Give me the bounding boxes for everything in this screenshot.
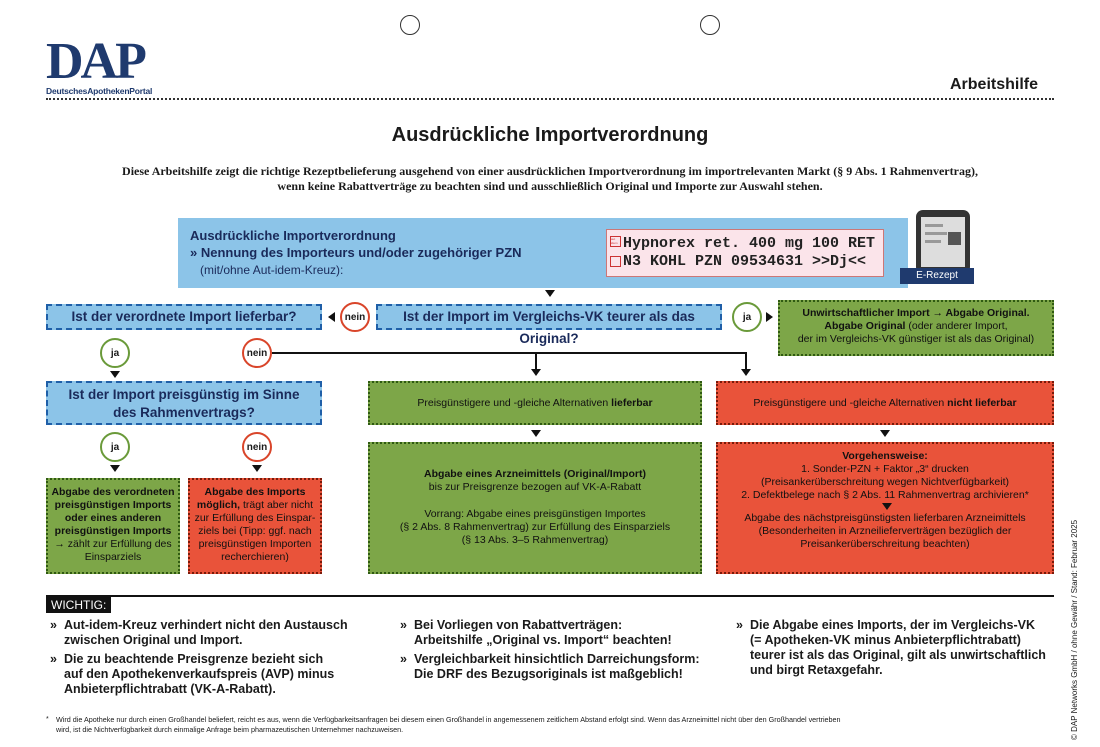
answer-ja-lieferbar: ja (100, 338, 130, 368)
header-divider (46, 98, 1054, 100)
wichtig-label: WICHTIG: (46, 597, 112, 613)
arrow-right-icon (766, 312, 773, 322)
unwirtschaftlich-line2-bold: Abgabe Original (824, 320, 906, 332)
question-preisguenstig-line2: des Rahmenvertrags? (113, 405, 255, 420)
page-title: Ausdrückliche Importverordnung (391, 124, 709, 146)
start-box: Ausdrückliche Importverordnung » Nennung… (178, 218, 908, 288)
start-box-title: Ausdrückliche Importverordnung (190, 228, 396, 243)
arrow-down-2 (531, 430, 541, 437)
unwirtschaftlich-line1: Unwirtschaftlicher Import → Abgabe Origi… (802, 307, 1030, 319)
answer-ja-teurer: ja (732, 302, 762, 332)
arrow-down-lieferbar (531, 369, 541, 376)
question-preisguenstig-line1: Ist der Import preisgünstig im Sinne (68, 387, 300, 402)
arrow-down-ja-1 (110, 371, 120, 378)
wichtig-divider (46, 595, 1054, 597)
box-abgabe-verordnet: Abgabe des verordneten preisgünstigen Im… (46, 478, 180, 574)
start-box-line2: » Nennung des Importeurs und/oder zugehö… (190, 245, 522, 260)
wichtig-col-1: »Aut-idem-Kreuz verhindert nicht den Aus… (50, 618, 348, 696)
wichtig-col-2: »Bei Vorliegen von Rabattverträgen:Arbei… (400, 618, 700, 681)
phone-icon (916, 210, 970, 274)
intro-line-1: Diese Arbeitshilfe zeigt die richtige Re… (122, 164, 978, 178)
question-teurer: Ist der Import im Vergleichs-VK teurer a… (376, 304, 722, 346)
qr-code-icon (948, 232, 961, 245)
arrow-down-vorgehen (882, 503, 892, 510)
question-preisguenstig: Ist der Import preisgünstig im Sinne des… (46, 381, 322, 425)
unwirtschaftlich-line3: der im Vergleichs-VK günstiger ist als d… (797, 333, 1035, 345)
box-abgabe-moeglich: Abgabe des Imports möglich, trägt aber n… (188, 478, 322, 574)
connector-line (272, 352, 746, 354)
box-abgabe-arzneimittel: Abgabe eines Arzneimittels (Original/Imp… (368, 442, 702, 574)
erezept-badge: E-Rezept (900, 268, 974, 284)
copyright: © DAP Networks GmbH / ohne Gewähr / Stan… (1070, 519, 1079, 740)
prescription-line-2: N3 KOHL PZN 09534631 >>Dj<< (623, 253, 867, 270)
unwirtschaftlich-line2: (oder anderer Import, (905, 320, 1008, 332)
question-lieferbar: Ist der verordnete Import lieferbar? (46, 304, 322, 330)
answer-nein-preisguenstig: nein (242, 432, 272, 462)
answer-nein-lieferbar: nein (242, 338, 272, 368)
wichtig-col-3: »Die Abgabe eines Imports, der im Vergle… (736, 618, 1046, 677)
answer-ja-preisguenstig: ja (100, 432, 130, 462)
aut-idem-box: aut idem (610, 236, 621, 247)
box-unwirtschaftlich: Unwirtschaftlicher Import → Abgabe Origi… (778, 300, 1054, 356)
answer-nein-1: nein (340, 302, 370, 332)
document-label: Arbeitshilfe (950, 76, 1039, 93)
box-alternativen-nicht-lieferbar: Preisgünstigere und -gleiche Alternative… (716, 381, 1054, 425)
aut-idem-box-2 (610, 256, 621, 267)
arrow-down-nicht-lieferbar (741, 369, 751, 376)
footnote: Wird die Apotheke nur durch einen Großha… (56, 715, 841, 734)
prescription-line-1: Hypnorex ret. 400 mg 100 RET (623, 235, 876, 252)
footnote-star: * (46, 716, 49, 723)
logo-subtitle: DeutschesApothekenPortal (46, 86, 153, 96)
prescription-sample: aut idem Hypnorex ret. 400 mg 100 RET N3… (606, 229, 884, 277)
logo: DAP (46, 33, 147, 90)
punch-hole-right (700, 15, 720, 35)
intro-line-2: wenn keine Rabattverträge zu beachten si… (277, 179, 823, 193)
start-box-line3: (mit/ohne Aut-idem-Kreuz): (200, 263, 344, 277)
arrow-down-3 (880, 430, 890, 437)
arrow-left-icon (328, 312, 335, 322)
punch-hole-left (400, 15, 420, 35)
box-vorgehensweise: Vorgehensweise: 1. Sonder-PZN + Faktor „… (716, 442, 1054, 574)
arrow-down-start (545, 290, 555, 297)
box-alternativen-lieferbar: Preisgünstigere und -gleiche Alternative… (368, 381, 702, 425)
